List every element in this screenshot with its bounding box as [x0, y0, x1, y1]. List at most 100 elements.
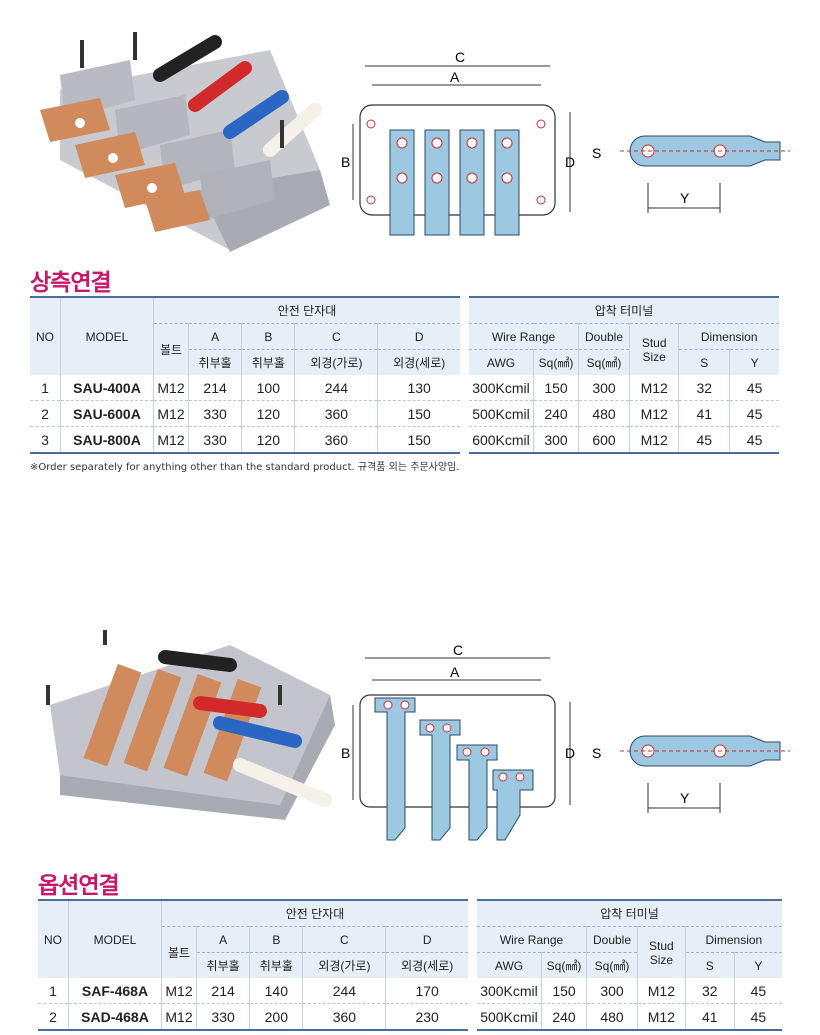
col-awg: AWG: [477, 952, 542, 978]
lug-s-label: S: [592, 145, 601, 161]
cell-d: 130: [377, 375, 460, 401]
table-row: 1 SAF-468A M12 214 140 244 170: [38, 978, 468, 1004]
group-safety-terminal: 안전 단자대: [153, 296, 460, 324]
cell-stud: M12: [637, 1003, 686, 1031]
table-row: 500Kcmil 240 480 M12 41 45: [477, 1003, 782, 1031]
cell-awg: 600Kcmil: [469, 426, 534, 454]
cell-b: 120: [241, 400, 295, 427]
col-bolt: 볼트: [161, 926, 197, 978]
cell-bolt: M12: [161, 978, 197, 1004]
cell-double: 480: [578, 400, 630, 427]
dim-a-label: A: [450, 664, 460, 680]
upper-spec-table-left: NO MODEL 안전 단자대 볼트 A B C D 취부홀 취부홀 외경(가로…: [30, 296, 460, 454]
dim-d-label: D: [565, 745, 575, 761]
table-row: 300Kcmil 150 300 M12 32 45: [477, 978, 782, 1004]
cell-a: 214: [195, 978, 250, 1004]
lug-s-label: S: [592, 745, 601, 761]
cell-s: 32: [684, 978, 735, 1004]
cell-a: 214: [187, 375, 242, 401]
top-dimension-drawing: C A B D: [341, 49, 575, 236]
cell-d: 150: [377, 426, 460, 454]
table-row: 1 SAU-400A M12 214 100 244 130: [30, 375, 460, 401]
cell-awg: 500Kcmil: [477, 1003, 542, 1031]
table-row: 2 SAD-468A M12 330 200 360 230: [38, 1003, 468, 1031]
dim-a-label: A: [450, 69, 460, 85]
cell-y: 45: [733, 978, 782, 1004]
cell-b: 100: [241, 375, 295, 401]
cell-no: 1: [49, 982, 57, 999]
stud-label: Stud: [641, 335, 667, 350]
option-spec-table-left: NO MODEL 안전 단자대 볼트 A B C D 취부홀 취부홀 외경(가로…: [38, 899, 468, 1031]
col-a: A: [195, 926, 250, 953]
col-b-sub: 취부홀: [241, 349, 295, 375]
col-c-sub: 외경(가로): [302, 952, 386, 978]
cell-sq: 300: [533, 426, 579, 454]
cell-model: SAD-468A: [68, 1003, 162, 1031]
dim-b-label: B: [341, 745, 350, 761]
lug-y-label: Y: [680, 790, 690, 806]
cell-b: 200: [249, 1003, 303, 1031]
cell-d: 230: [385, 1003, 468, 1031]
col-y: Y: [729, 349, 779, 375]
cell-sq: 240: [541, 1003, 587, 1031]
col-double-sq: Sq(㎟): [578, 349, 630, 375]
cell-s: 41: [678, 400, 730, 427]
dim-c-label: C: [453, 642, 463, 658]
cell-double: 600: [578, 426, 630, 454]
col-c: C: [294, 323, 378, 350]
col-dimension: Dimension: [678, 323, 779, 350]
col-double-sq: Sq(㎟): [586, 952, 638, 978]
col-d: D: [377, 323, 460, 350]
cell-awg: 300Kcmil: [480, 982, 538, 999]
cell-stud: M12: [628, 400, 679, 427]
group-crimp-terminal: 압착 터미널: [477, 899, 782, 927]
dim-c-label: C: [455, 49, 465, 65]
cell-no: 1: [41, 379, 49, 396]
col-a: A: [187, 323, 242, 350]
group-crimp-terminal: 압착 터미널: [469, 296, 779, 324]
col-model: MODEL: [60, 296, 154, 375]
cell-model: SAU-800A: [60, 426, 154, 454]
dim-b-label: B: [341, 154, 350, 170]
cell-bolt: M12: [153, 426, 189, 454]
cell-c: 244: [294, 375, 378, 401]
cell-bolt: M12: [153, 400, 189, 427]
cell-model: SAU-600A: [60, 400, 154, 427]
bottom-dimension-drawing: C A B D: [341, 642, 575, 841]
cell-b: 120: [241, 426, 295, 454]
col-c-sub: 외경(가로): [294, 349, 378, 375]
col-double: Double: [586, 926, 638, 953]
cell-b: 140: [249, 978, 303, 1004]
cell-stud: M12: [628, 375, 679, 401]
upper-spec-table-right: 압착 터미널 Wire Range Double Stud Size Dimen…: [469, 296, 779, 454]
section-heading-upper: 상측연결: [30, 270, 112, 296]
cell-bolt: M12: [161, 1003, 197, 1031]
col-no: NO: [30, 296, 61, 375]
cell-awg: 300Kcmil: [472, 379, 530, 396]
section-heading-option: 옵션연결: [38, 873, 120, 899]
col-stud-size: Stud Size: [628, 323, 679, 375]
col-wire-range: Wire Range: [477, 926, 587, 953]
col-d: D: [385, 926, 468, 953]
cell-double: 300: [586, 978, 638, 1004]
col-y: Y: [733, 952, 782, 978]
col-s: S: [678, 349, 730, 375]
cell-model: SAU-400A: [60, 375, 154, 401]
cell-sq: 240: [533, 400, 579, 427]
cell-a: 330: [195, 1003, 250, 1031]
cell-awg: 500Kcmil: [469, 400, 534, 427]
cell-model: SAF-468A: [68, 978, 162, 1004]
table-row: 3 SAU-800A M12 330 120 360 150: [30, 426, 460, 454]
col-a-sub: 취부홀: [187, 349, 242, 375]
top-lug-drawing: S Y: [592, 135, 790, 213]
col-a-sub: 취부홀: [195, 952, 250, 978]
col-d-sub: 외경(세로): [385, 952, 468, 978]
cell-c: 360: [294, 426, 378, 454]
cell-s: 45: [678, 426, 730, 454]
col-no: NO: [38, 899, 69, 978]
col-sq: Sq(㎟): [541, 952, 587, 978]
cell-c: 360: [294, 400, 378, 427]
cell-sq: 150: [541, 978, 587, 1004]
size-label: Size: [642, 349, 666, 364]
cell-y: 45: [729, 375, 779, 401]
